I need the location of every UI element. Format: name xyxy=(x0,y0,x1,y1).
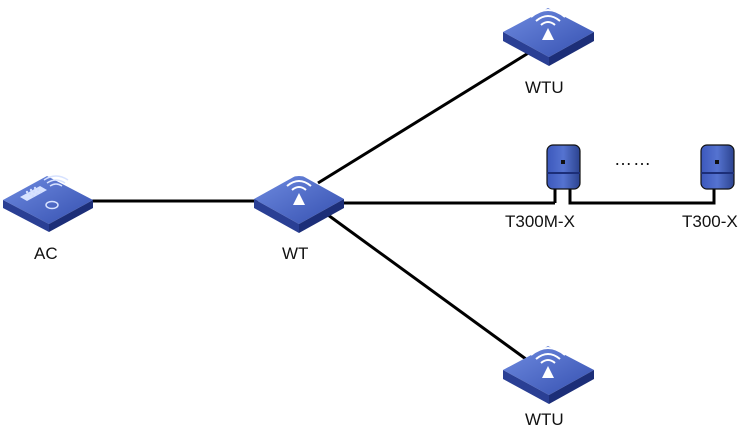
link-wt-wtu-top xyxy=(317,50,531,185)
wt-device-icon xyxy=(254,174,344,233)
wtu-top-device-icon xyxy=(503,8,594,66)
links xyxy=(92,50,716,364)
link-wt-wtu-bottom xyxy=(327,213,531,364)
t300m-terminal-icon xyxy=(546,144,581,190)
t300-terminal-icon xyxy=(700,144,735,190)
wt-label: WT xyxy=(282,244,309,263)
ac-device-icon xyxy=(3,175,93,232)
ac-label: AC xyxy=(34,244,58,263)
t300m-label: T300M-X xyxy=(505,212,575,231)
link-t300m-t300 xyxy=(568,188,716,205)
ellipsis: …… xyxy=(614,149,652,169)
t300-label: T300-X xyxy=(682,212,738,231)
wtu-bottom-label: WTU xyxy=(525,410,564,429)
wtu-top-label: WTU xyxy=(525,78,564,97)
wtu-bottom-device-icon xyxy=(503,346,594,404)
